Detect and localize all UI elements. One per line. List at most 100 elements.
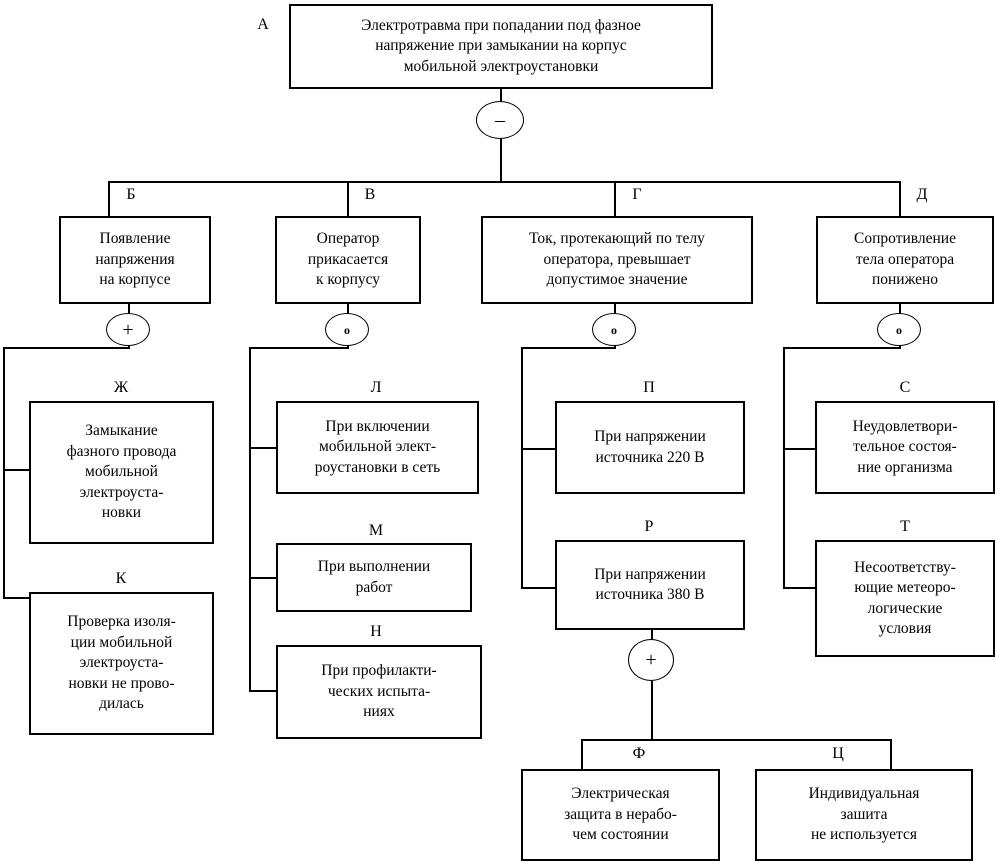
tag-a: А xyxy=(257,16,269,33)
node-m[interactable]: При выполнении работ xyxy=(276,543,472,612)
connector-b-to-gate xyxy=(128,304,130,314)
node-text-line: на корпусе xyxy=(99,271,171,289)
connector-rail-d xyxy=(783,347,785,587)
connector-rail-to-m xyxy=(249,577,277,579)
node-text-line: напряжение при замыкании на корпус xyxy=(375,37,627,55)
tag-d: Д xyxy=(916,186,928,203)
node-text-line: к корпусу xyxy=(315,271,381,289)
connector-gateb-down xyxy=(128,344,130,349)
node-text-line: Проверка изоля- xyxy=(67,613,176,631)
node-a[interactable]: Электротравма при попадании под фазное на… xyxy=(289,4,713,89)
connector-bus-to-d xyxy=(899,181,901,217)
tag-l: Л xyxy=(370,379,382,396)
tag-v: В xyxy=(364,186,376,203)
node-text-line: Электротравма при попадании под фазное xyxy=(361,16,641,34)
node-text-line: оператора, превышает xyxy=(543,250,691,268)
node-text-line: мобильной элект- xyxy=(318,438,436,456)
node-text-line: условия xyxy=(878,619,932,637)
connector-bus-to-c xyxy=(890,739,892,775)
node-text-line: Индивидуальная xyxy=(808,785,920,803)
tag-n: Н xyxy=(370,623,382,640)
connector-rail-b xyxy=(3,347,5,599)
tag-g: Г xyxy=(632,186,642,203)
node-text-line: тельное состоя- xyxy=(853,438,957,456)
connector-rail-to-s xyxy=(783,448,816,450)
tag-k: К xyxy=(115,570,127,587)
node-text-line: электроуста- xyxy=(79,654,164,672)
node-text-line: тела оператора xyxy=(855,250,955,268)
connector-d-to-gate xyxy=(899,304,901,314)
node-text-line: источника 380 В xyxy=(595,586,705,603)
connector-gated-left xyxy=(783,347,901,349)
connector-rail-to-n xyxy=(249,690,277,692)
node-text-line: зашита xyxy=(840,805,888,823)
node-text-line: электроуста- xyxy=(79,483,164,501)
node-text-line: ющие метеоро- xyxy=(854,579,956,597)
node-text-line: При выполнении xyxy=(317,558,431,576)
node-text-line: допустимое значение xyxy=(546,271,688,289)
node-text-line: источника 220 В xyxy=(595,448,705,466)
connector-g-to-gate xyxy=(614,304,616,314)
connector-rail-to-l xyxy=(249,447,277,449)
node-n[interactable]: При профилакти-ческих испыта-ниях xyxy=(276,645,482,739)
connector-v-to-gate xyxy=(347,304,349,314)
node-text-line: понижено xyxy=(871,271,939,289)
connector-rail-to-p xyxy=(521,448,556,450)
gate-and-under-g: о xyxy=(592,313,636,346)
node-l[interactable]: При включении мобильной элект-роустановки… xyxy=(276,401,479,494)
gate-or-under-r: + xyxy=(628,639,674,681)
node-text-line: При включении xyxy=(325,417,430,435)
node-k[interactable]: Проверка изоля-ции мобильной электроуста-… xyxy=(29,592,214,735)
connector-bus-to-f xyxy=(581,739,583,775)
node-text-line: защита в нерабо- xyxy=(564,805,677,823)
connector-gater-down xyxy=(651,681,653,740)
tag-c: Ц xyxy=(832,745,844,762)
tag-f: Ф xyxy=(632,745,646,762)
node-text-line: дилась xyxy=(99,695,144,713)
connector-gateb-left xyxy=(3,347,130,349)
connector-r-to-gate xyxy=(651,630,653,640)
node-c[interactable]: Индивидуальная зашита не используется xyxy=(755,769,973,861)
node-text-line: напряжения xyxy=(95,250,175,268)
node-text-line: роустановки в сеть xyxy=(314,458,441,476)
connector-bottom-bus xyxy=(581,739,892,741)
node-text-line: ческих испыта- xyxy=(327,682,431,700)
node-text-line: логические xyxy=(867,599,943,617)
node-text-line: мобильной электроустановки xyxy=(403,57,599,75)
tag-m: М xyxy=(368,522,384,539)
node-text-line: новки xyxy=(101,504,142,522)
node-text-line: ниях xyxy=(363,703,395,721)
node-text-line: Замыкание xyxy=(85,422,158,440)
node-text-line: Оператор xyxy=(316,230,380,248)
connector-rail-to-t xyxy=(783,587,816,589)
gate-and-under-v: о xyxy=(325,313,369,346)
tag-b: Б xyxy=(126,186,136,203)
node-text-line: Несоответству- xyxy=(854,558,956,576)
connector-rail-to-k xyxy=(3,597,33,599)
connector-rail-g xyxy=(521,347,523,587)
node-text-line: не используется xyxy=(810,826,918,844)
connector-a-to-gate xyxy=(500,88,502,102)
tag-p: П xyxy=(643,379,655,396)
connector-gateg-left xyxy=(521,347,616,349)
node-text-line: Электрическая xyxy=(571,785,670,803)
gate-and-under-d: о xyxy=(877,313,921,346)
node-t[interactable]: Несоответству-ющие метеоро-логические усл… xyxy=(815,540,995,657)
node-text-line: ции мобильной xyxy=(70,633,173,651)
connector-bus-to-b xyxy=(108,181,110,217)
node-text-line: новки не прово- xyxy=(68,674,175,692)
tag-t: Т xyxy=(900,518,910,535)
node-text-line: Неудовлетвори- xyxy=(852,417,958,435)
connector-gatev-left xyxy=(249,347,349,349)
node-s[interactable]: Неудовлетвори-тельное состоя-ние организ… xyxy=(815,401,995,494)
node-text-line: работ xyxy=(355,578,393,596)
